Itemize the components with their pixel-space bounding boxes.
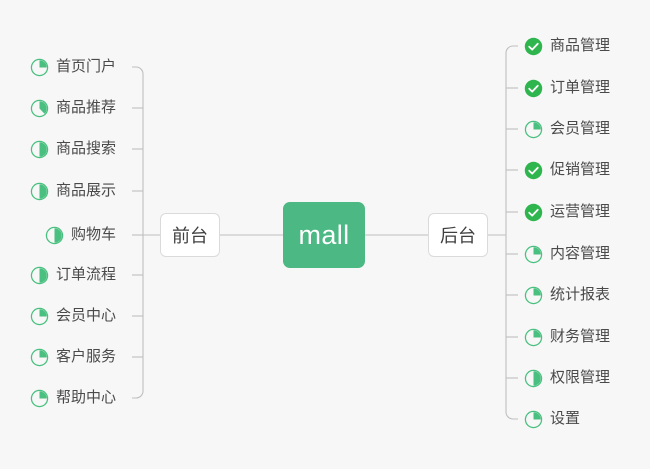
leaf-item[interactable]: 商品推荐 bbox=[30, 97, 116, 119]
leaf-item[interactable]: 帮助中心 bbox=[30, 387, 116, 409]
pie-progress-icon bbox=[524, 120, 543, 138]
leaf-item[interactable]: 商品管理 bbox=[524, 35, 610, 57]
branch-node-back-label: 后台 bbox=[440, 226, 476, 246]
leaf-item[interactable]: 商品搜索 bbox=[30, 138, 116, 160]
leaf-item-label: 商品推荐 bbox=[55, 99, 116, 116]
leaf-item-label: 权限管理 bbox=[550, 369, 611, 386]
pie-progress-icon bbox=[45, 226, 64, 244]
pie-progress-icon bbox=[30, 348, 49, 366]
leaf-item-label: 会员管理 bbox=[550, 120, 611, 137]
leaf-item[interactable]: 首页门户 bbox=[30, 56, 116, 78]
branch-node-front[interactable]: 前台 bbox=[160, 213, 220, 257]
leaf-item-label: 商品搜索 bbox=[55, 140, 116, 157]
leaf-item-label: 订单管理 bbox=[550, 79, 611, 96]
branch-node-back[interactable]: 后台 bbox=[428, 213, 488, 257]
leaf-item-label: 设置 bbox=[550, 410, 581, 427]
leaf-item-label: 内容管理 bbox=[550, 245, 611, 262]
connector-path bbox=[132, 66, 144, 399]
leaf-item-label: 财务管理 bbox=[550, 328, 611, 345]
leaf-item-label: 商品管理 bbox=[550, 37, 611, 54]
leaf-item-label: 订单流程 bbox=[55, 266, 116, 283]
leaf-item[interactable]: 商品展示 bbox=[30, 180, 116, 202]
leaf-item[interactable]: 客户服务 bbox=[30, 346, 116, 368]
pie-progress-icon bbox=[524, 410, 543, 428]
leaf-item-label: 首页门户 bbox=[55, 58, 116, 75]
leaf-item-label: 购物车 bbox=[70, 226, 116, 243]
leaf-item-label: 会员中心 bbox=[55, 307, 116, 324]
pie-progress-icon bbox=[524, 286, 543, 304]
check-circle-icon bbox=[524, 203, 543, 221]
center-node-mall[interactable]: mall bbox=[283, 202, 365, 268]
connector-path bbox=[505, 45, 518, 420]
leaf-item[interactable]: 财务管理 bbox=[524, 326, 610, 348]
check-circle-icon bbox=[524, 161, 543, 179]
leaf-item-label: 统计报表 bbox=[550, 286, 611, 303]
pie-progress-icon bbox=[524, 245, 543, 263]
leaf-item[interactable]: 运营管理 bbox=[524, 201, 610, 223]
leaf-item[interactable]: 统计报表 bbox=[524, 284, 610, 306]
pie-progress-icon bbox=[524, 369, 543, 387]
leaf-item-label: 促销管理 bbox=[550, 161, 611, 178]
branch-node-front-label: 前台 bbox=[172, 226, 208, 246]
pie-progress-icon bbox=[30, 266, 49, 284]
center-node-label: mall bbox=[298, 219, 350, 250]
leaf-item-label: 客户服务 bbox=[55, 348, 116, 365]
leaf-item[interactable]: 会员中心 bbox=[30, 305, 116, 327]
leaf-item[interactable]: 促销管理 bbox=[524, 159, 610, 181]
leaf-item[interactable]: 订单管理 bbox=[524, 77, 610, 99]
leaf-item-label: 商品展示 bbox=[55, 182, 116, 199]
pie-progress-icon bbox=[30, 58, 49, 76]
pie-progress-icon bbox=[30, 389, 49, 407]
leaf-item[interactable]: 设置 bbox=[524, 408, 580, 430]
leaf-item-label: 帮助中心 bbox=[55, 389, 116, 406]
leaf-item[interactable]: 权限管理 bbox=[524, 367, 610, 389]
leaf-item[interactable]: 订单流程 bbox=[30, 264, 116, 286]
leaf-item[interactable]: 内容管理 bbox=[524, 243, 610, 265]
check-circle-icon bbox=[524, 79, 543, 97]
leaf-item[interactable]: 会员管理 bbox=[524, 118, 610, 140]
pie-progress-icon bbox=[524, 328, 543, 346]
leaf-item-label: 运营管理 bbox=[550, 203, 611, 220]
pie-progress-icon bbox=[30, 99, 49, 117]
pie-progress-icon bbox=[30, 140, 49, 158]
pie-progress-icon bbox=[30, 307, 49, 325]
pie-progress-icon bbox=[30, 182, 49, 200]
leaf-item[interactable]: 购物车 bbox=[45, 224, 116, 246]
check-circle-icon bbox=[524, 37, 543, 55]
